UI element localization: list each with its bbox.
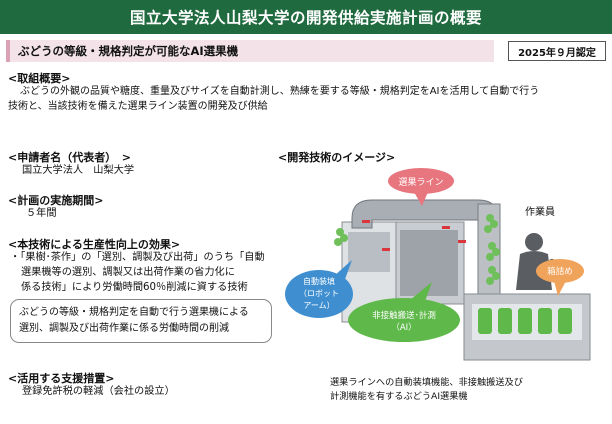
label-line: 選果ライン — [398, 177, 443, 188]
effect-line-3: 係る技術」により労働時間60％削減に資する技術 — [21, 282, 248, 293]
label-ai-2: （AI） — [391, 322, 416, 333]
packing-bubble — [536, 259, 584, 283]
period-value: ５年間 — [26, 208, 57, 219]
applicant-heading: <申請者名（代表者） > — [8, 151, 131, 164]
packed-grapes — [478, 308, 572, 334]
sorting-machine-svg: 選果ライン 作業員 自動装填 （ロボット アーム） 非接触搬送･計測 （AI） … — [282, 166, 604, 374]
support-value: 登録免許税の軽減（会社の設立） — [22, 386, 175, 397]
overview-line-2: 技術と、当該技術を備えた選果ライン装置の開発及び供給 — [8, 101, 268, 112]
period-heading: <計画の実施期間> — [8, 194, 104, 207]
loading-window — [348, 232, 390, 272]
effect-highlight-box: ぶどうの等級・規格判定を自動で行う選果機による 選別、調製及び出荷作業に係る労働… — [10, 299, 272, 343]
overview-line-1: ぶどうの外観の品質や糖度、重量及びサイズを自動計測し、熟練を要する等級・規格判定… — [20, 86, 540, 97]
effect-line-2: 選果機等の選別、調製又は出荷作業の省力化に — [21, 267, 235, 278]
label-box: 箱詰め — [547, 266, 573, 277]
label-worker: 作業員 — [525, 205, 555, 218]
subtitle-text: ぶどうの等級・規格判定が可能なAI選果機 — [18, 44, 239, 58]
sorting-machine-illustration: 選果ライン 作業員 自動装填 （ロボット アーム） 非接触搬送･計測 （AI） … — [282, 166, 604, 374]
effect-line-1: ・「果樹･茶作」の「選別、調製及び出荷」のうち「自動 — [10, 252, 265, 263]
highlight-line-1: ぶどうの等級・規格判定を自動で行う選果機による — [19, 307, 249, 318]
label-ai-1: 非接触搬送･計測 — [372, 310, 436, 321]
label-auto-1: 自動装填 — [303, 276, 335, 286]
overview-heading: <取組概要> — [8, 72, 71, 85]
applicant-value: 国立大学法人 山梨大学 — [22, 165, 135, 176]
grape-clusters — [334, 214, 500, 285]
caption-line-2: 計測機能を有するぶどうAI選果機 — [330, 391, 468, 402]
caption-line-1: 選果ラインへの自動装填機能、非接触搬送及び — [330, 377, 523, 388]
line-bubble — [388, 168, 454, 194]
support-heading: <活用する支援措置> — [8, 372, 115, 385]
figure-caption: 選果ラインへの自動装填機能、非接触搬送及び 計測機能を有するぶどうAI選果機 — [330, 376, 600, 404]
effect-heading: <本技術による生産性向上の効果> — [8, 238, 181, 251]
label-auto-3: アーム） — [303, 301, 334, 310]
page-title: 国立大学法人山梨大学の開発供給実施計画の概要 — [0, 0, 612, 34]
subtitle-banner: ぶどうの等級・規格判定が可能なAI選果機 — [6, 40, 494, 62]
label-auto-2: （ロボット — [299, 289, 339, 298]
auto-load-bubble — [285, 270, 353, 318]
highlight-line-2: 選別、調製及び出荷作業に係る労働時間の削減 — [19, 323, 229, 334]
figure-heading: <開発技術のイメージ> — [278, 151, 396, 164]
approval-date-badge: 2025年９月認定 — [508, 41, 606, 61]
ai-measure-bubble — [348, 298, 460, 342]
